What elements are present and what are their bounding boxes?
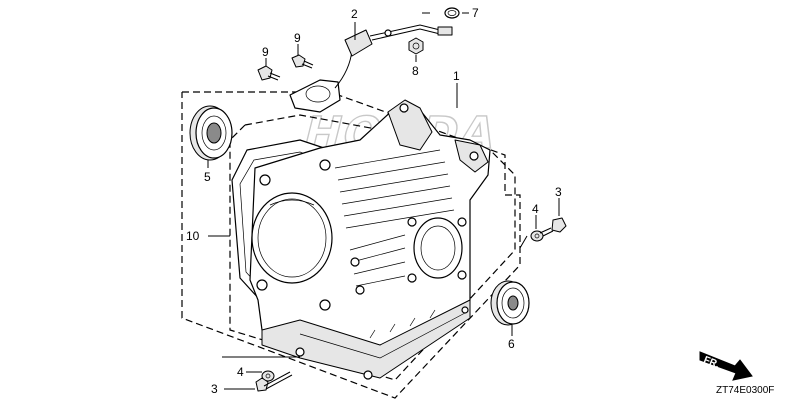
callout-1: 1 <box>453 69 460 83</box>
callout-10: 10 <box>186 229 200 243</box>
callout-5: 5 <box>204 170 211 184</box>
callout-6: 6 <box>508 337 515 351</box>
callout-3-bottom: 3 <box>211 382 218 396</box>
fr-label: FR. <box>702 355 721 371</box>
part-1-cylinder-block <box>249 99 491 380</box>
part-9-bolt-right <box>291 54 314 69</box>
part-3-bolt-bottom <box>255 371 293 392</box>
callout-9-right: 9 <box>294 31 301 45</box>
callout-8: 8 <box>412 64 419 78</box>
callout-4-right: 4 <box>532 202 539 216</box>
part-8-nut <box>408 37 424 55</box>
part-3-bolt-right <box>539 217 567 237</box>
part-5-oil-seal <box>189 105 233 161</box>
callout-9-left: 9 <box>262 45 269 59</box>
callout-7: 7 <box>472 6 479 20</box>
leader-lines <box>207 12 560 390</box>
callout-4-bottom: 4 <box>237 365 244 379</box>
front-direction-arrow: FR. <box>699 351 753 381</box>
part-4-washer-bottom <box>261 370 275 382</box>
part-9-bolt-left <box>257 65 281 81</box>
part-7-o-ring <box>444 7 460 19</box>
part-2-oil-switch <box>289 24 453 113</box>
diagram-code: ZT74E0300F <box>716 385 774 396</box>
part-6-oil-seal <box>490 280 530 326</box>
callout-2: 2 <box>351 7 358 21</box>
callout-3-right: 3 <box>555 185 562 199</box>
